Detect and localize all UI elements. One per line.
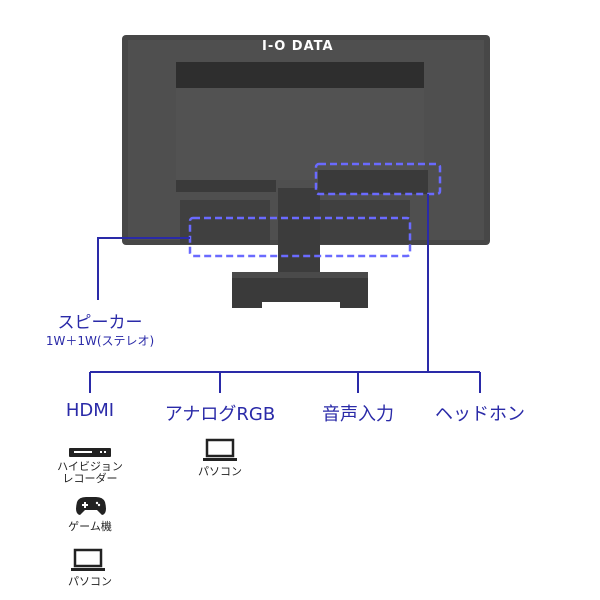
port-label-headphone: ヘッドホン	[435, 404, 525, 425]
speaker-title: スピーカー	[57, 313, 143, 333]
monitor-back	[122, 35, 490, 245]
recorder-icon	[69, 448, 111, 457]
monitor-stand	[232, 188, 368, 308]
laptop-icon	[71, 548, 105, 571]
device-label-pc-rgb: パソコン	[198, 465, 242, 478]
device-label-recorder: ハイビジョン レコーダー	[57, 461, 123, 485]
laptop-icon	[203, 438, 237, 461]
recorder-line2: レコーダー	[62, 472, 118, 485]
recorder-line1: ハイビジョン	[57, 460, 123, 473]
port-label-analog-rgb: アナログRGB	[164, 404, 276, 425]
gamepad-icon	[76, 497, 106, 515]
brand-logo: I-O DATA	[262, 39, 334, 54]
connector-lines	[89, 194, 481, 393]
port-label-hdmi: HDMI	[65, 400, 115, 421]
device-label-game: ゲーム機	[68, 520, 112, 533]
device-label-pc-hdmi: パソコン	[68, 575, 112, 588]
port-label-audio-input: 音声入力	[322, 404, 394, 425]
ports-highlight	[314, 162, 442, 196]
speaker-spec: 1W＋1W(ステレオ)	[45, 334, 155, 348]
